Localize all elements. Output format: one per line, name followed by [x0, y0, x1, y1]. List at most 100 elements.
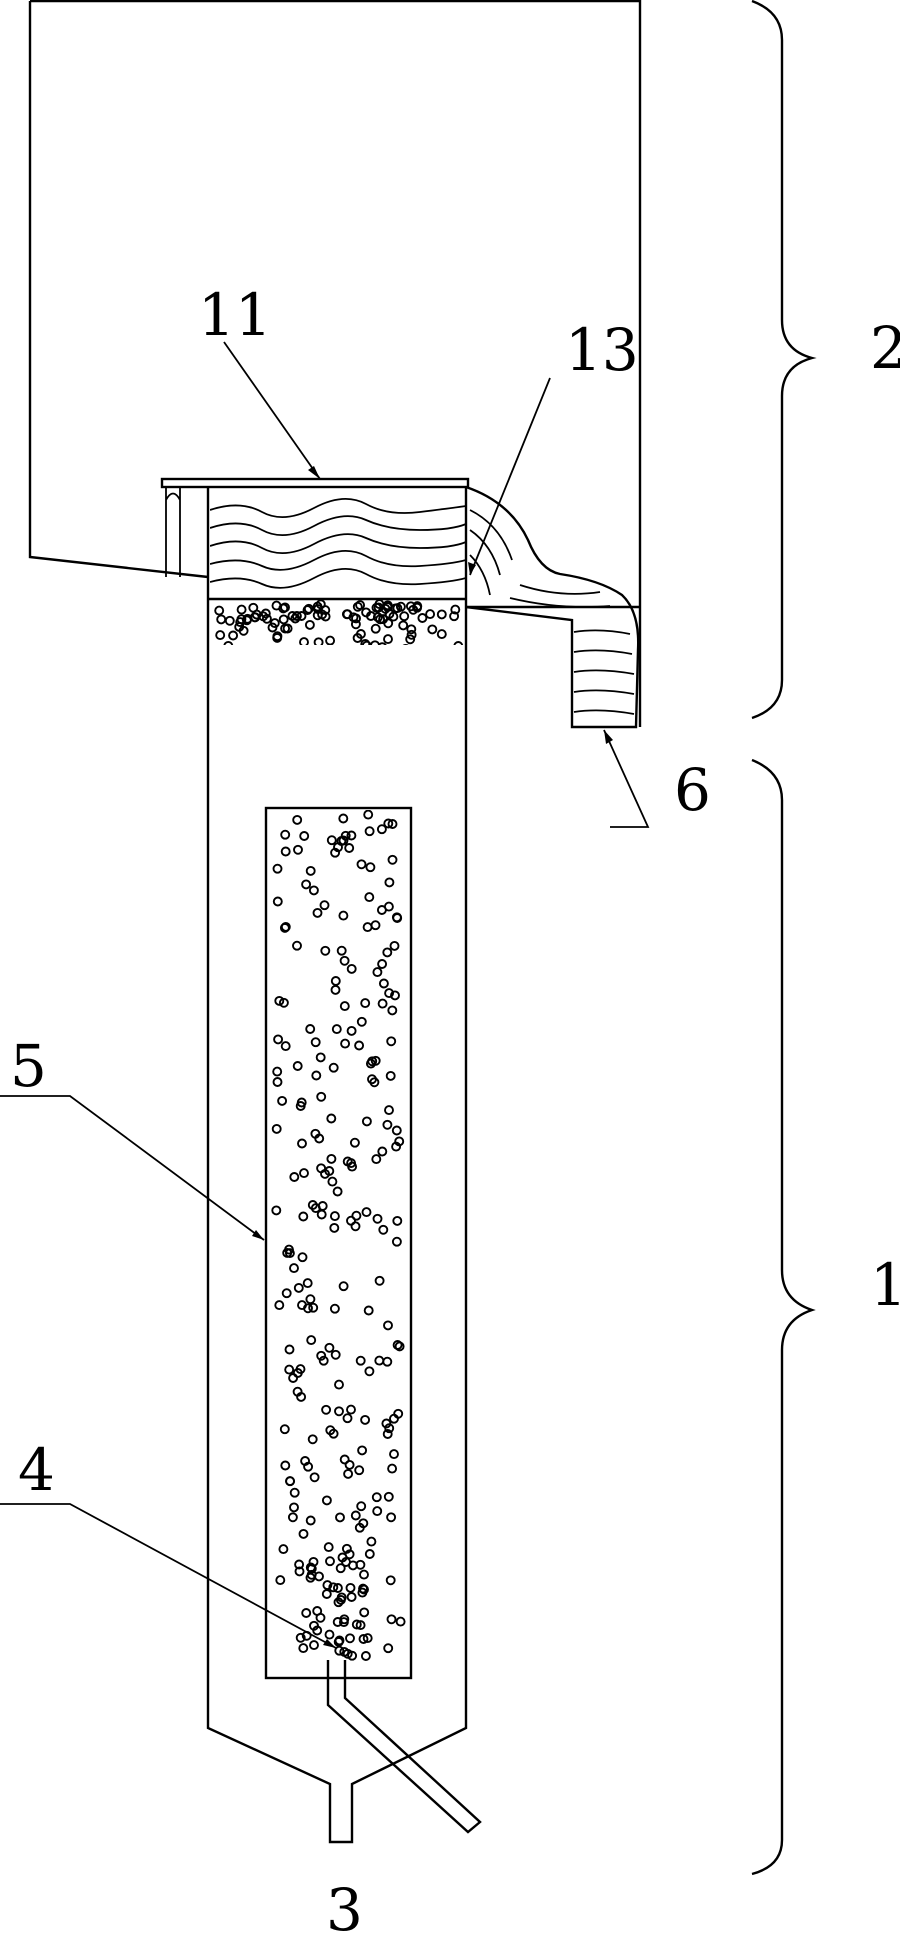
- bubble: [406, 629, 417, 640]
- bubble: [303, 603, 314, 614]
- bubble: [382, 1356, 393, 1367]
- label-2: 2: [870, 314, 900, 382]
- bubble: [389, 1449, 399, 1460]
- bubble: [342, 1413, 353, 1424]
- bubble: [299, 831, 310, 841]
- bubble: [405, 723, 413, 731]
- bubble: [324, 1342, 335, 1353]
- label-4: 4: [18, 1436, 55, 1504]
- bubble: [299, 637, 309, 645]
- leader-6: [603, 729, 650, 828]
- label-11: 11: [198, 281, 272, 349]
- bubble: [338, 1281, 349, 1292]
- bubble: [271, 1123, 282, 1134]
- bubble: [341, 757, 349, 765]
- bubble: [330, 654, 338, 662]
- bubble: [360, 1414, 371, 1425]
- bubble: [380, 603, 391, 614]
- bubble: [287, 1512, 298, 1523]
- arrow-11: [308, 466, 320, 479]
- bubble: [292, 1386, 303, 1397]
- bubble: [382, 1429, 393, 1439]
- bubble: [304, 619, 315, 630]
- bubble: [330, 984, 341, 995]
- top-plate: [160, 477, 470, 489]
- bubble: [358, 1583, 368, 1594]
- bubble: [433, 652, 441, 660]
- bubble: [357, 1587, 368, 1598]
- bubble: [289, 1263, 299, 1274]
- bubble: [383, 1491, 394, 1502]
- bubble: [282, 728, 290, 736]
- bubble: [280, 602, 290, 613]
- bubble: [345, 1582, 356, 1593]
- bubble: [271, 1205, 282, 1216]
- bubble: [321, 1404, 332, 1415]
- bubble: [406, 795, 414, 803]
- bubble: [354, 1040, 365, 1051]
- bubbles-upper: [214, 599, 464, 803]
- bubble: [314, 1133, 325, 1144]
- bubble: [227, 703, 235, 711]
- bubble: [364, 1366, 375, 1377]
- bubble: [280, 1460, 291, 1471]
- bubble: [363, 810, 374, 820]
- bubble: [357, 748, 365, 756]
- bubble: [356, 1501, 367, 1512]
- bubble: [245, 657, 253, 665]
- bubble: [382, 947, 393, 958]
- bubble: [307, 1200, 318, 1210]
- bubble: [370, 1055, 381, 1066]
- bubble: [417, 613, 428, 623]
- bubble: [284, 1244, 294, 1255]
- bubble: [377, 959, 388, 969]
- bubble: [371, 1154, 382, 1165]
- bubble: [275, 724, 283, 732]
- bubble: [361, 1207, 372, 1218]
- bubble: [405, 634, 416, 645]
- bubble: [370, 640, 380, 645]
- bubble: [280, 829, 291, 840]
- bubble: [360, 1651, 371, 1661]
- bubble: [353, 700, 361, 708]
- bubble: [455, 657, 463, 665]
- bubble: [298, 1211, 309, 1222]
- bubble: [326, 1153, 337, 1164]
- bubble: [372, 1213, 383, 1224]
- bubble: [387, 819, 398, 829]
- overflow-waves: [469, 509, 635, 715]
- bubble: [364, 892, 375, 903]
- bubble: [325, 635, 336, 645]
- bubble: [382, 1119, 393, 1130]
- bubble: [347, 1161, 358, 1172]
- bubble: [247, 757, 255, 765]
- bubble: [377, 749, 385, 757]
- gas-pipe: [326, 1660, 482, 1834]
- bubble: [310, 1037, 321, 1048]
- bubble: [402, 643, 409, 645]
- bubble: [386, 1512, 397, 1523]
- bubble: [402, 701, 410, 709]
- bubble: [338, 813, 349, 824]
- bubble: [383, 618, 394, 629]
- bubble: [329, 1222, 340, 1233]
- bubble: [389, 940, 400, 951]
- bubble: [324, 1629, 335, 1640]
- bubble: [320, 611, 331, 622]
- bubble: [312, 601, 323, 612]
- bubble: [361, 640, 372, 645]
- bubble: [307, 1434, 318, 1445]
- bubble: [289, 1502, 299, 1513]
- bubble: [356, 1016, 367, 1027]
- bubble: [302, 1278, 313, 1289]
- bubble: [359, 1607, 370, 1618]
- bubble: [383, 1643, 394, 1654]
- bubble: [332, 1617, 343, 1627]
- bubble: [316, 1091, 327, 1102]
- bubble: [272, 863, 283, 874]
- bubble: [293, 1282, 304, 1293]
- bubble: [317, 1201, 328, 1211]
- bubble: [364, 1549, 375, 1559]
- bubble: [349, 1137, 360, 1148]
- bubble: [298, 1528, 309, 1539]
